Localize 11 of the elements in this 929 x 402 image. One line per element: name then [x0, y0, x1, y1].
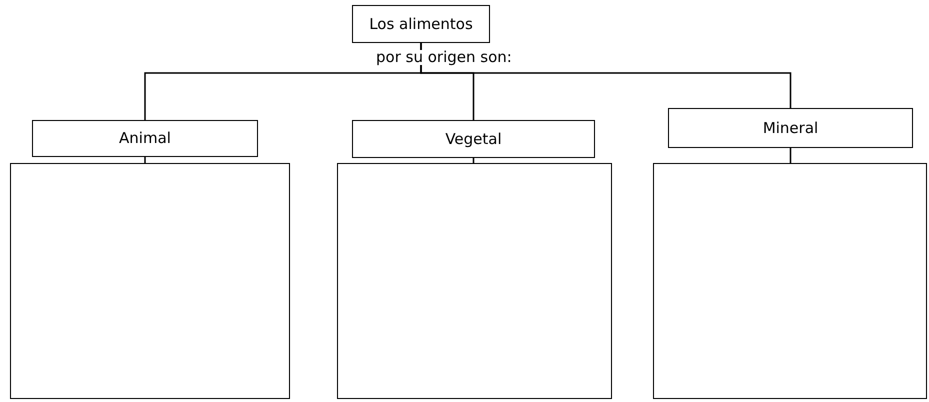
empty-answer-box [653, 163, 927, 399]
empty-answer-box [10, 163, 290, 399]
connector-line [790, 148, 792, 163]
empty-answer-box [337, 163, 612, 399]
category-box: Mineral [668, 108, 913, 148]
connector-line [472, 158, 474, 163]
category-box: Los alimentos [352, 5, 490, 43]
category-box: Animal [32, 120, 258, 157]
connector-line [420, 43, 792, 108]
category-box: Vegetal [352, 120, 595, 158]
connector-line [144, 157, 146, 163]
